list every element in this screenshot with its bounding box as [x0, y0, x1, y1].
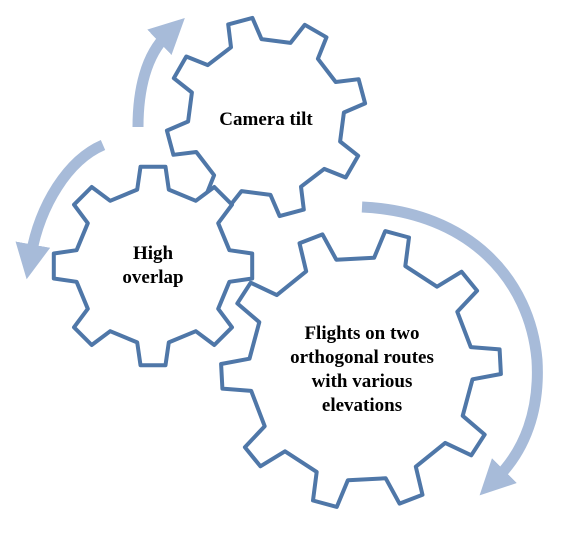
- gears-layer: [51, 15, 503, 509]
- gear-label-high-overlap: High overlap: [88, 242, 218, 290]
- gear-label-flights: Flights on two orthogonal routes with va…: [262, 322, 462, 418]
- curved-arrow-right: [361, 201, 543, 496]
- gear-label-line: Camera tilt: [219, 109, 313, 130]
- gear-label-line: with various: [311, 371, 413, 392]
- gear-label-line: elevations: [321, 395, 403, 416]
- gear-camera-tilt: [164, 15, 368, 219]
- curved-arrow-left: [15, 139, 106, 280]
- gear-flights: [219, 229, 503, 509]
- gear-label-line: overlap: [122, 267, 184, 288]
- gear-label-camera-tilt: Camera tilt: [196, 108, 336, 132]
- gear-high-overlap: [51, 164, 255, 368]
- gear-label-line: orthogonal routes: [290, 347, 434, 368]
- gear-label-line: Flights on two: [304, 323, 420, 344]
- curved-arrow-upper-left: [132, 17, 185, 128]
- arrows-layer: [15, 17, 543, 496]
- gear-label-line: High: [132, 243, 174, 264]
